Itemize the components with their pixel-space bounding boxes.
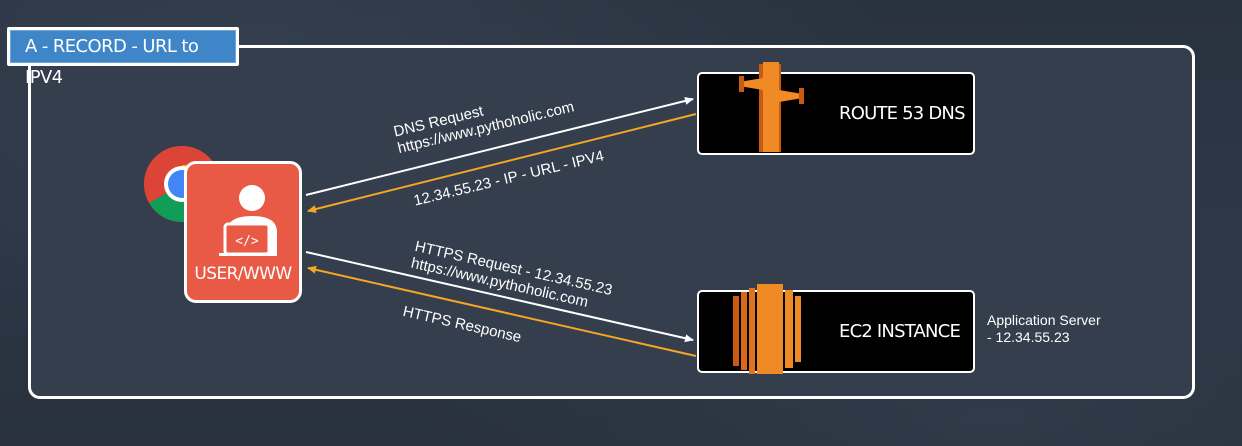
- ec2-icon: [733, 284, 801, 374]
- svg-text:</>: </>: [235, 234, 259, 249]
- title-tab: A - RECORD - URL to IPV4: [7, 27, 239, 88]
- route53-icon: [739, 62, 804, 152]
- user-www-box: </> USER/WWW: [184, 161, 302, 303]
- ec2-label: EC2 INSTANCE: [839, 321, 961, 342]
- dns-response-arrow: [307, 113, 697, 213]
- app-server-line1: Application Server: [987, 312, 1101, 328]
- https-request-arrow: [305, 251, 694, 343]
- route53-box: ROUTE 53 DNS: [697, 62, 975, 155]
- user-laptop-icon: </>: [219, 185, 277, 256]
- diagram-title: A - RECORD - URL to IPV4: [10, 30, 236, 88]
- dns-request-arrow: [305, 97, 694, 196]
- app-server-note: Application Server - 12.34.55.23: [987, 312, 1101, 346]
- app-server-line2: - 12.34.55.23: [987, 329, 1070, 345]
- https-response-arrow: [307, 265, 697, 357]
- ec2-box: EC2 INSTANCE: [697, 284, 975, 374]
- user-label: USER/WWW: [194, 264, 292, 284]
- route53-label: ROUTE 53 DNS: [839, 103, 966, 124]
